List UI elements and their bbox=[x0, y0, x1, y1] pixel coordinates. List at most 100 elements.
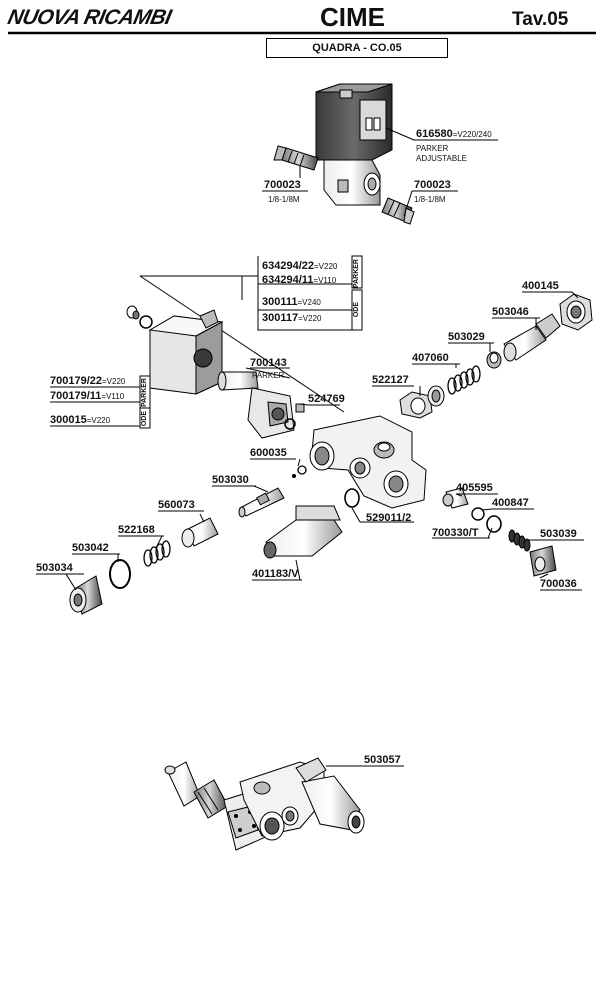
leader-700036 bbox=[539, 573, 549, 579]
leader-400847 bbox=[481, 508, 493, 511]
label-700179-11: 700179/11=V110 bbox=[50, 390, 124, 403]
label-503029: 503029 bbox=[448, 331, 485, 343]
armature-700143-drawing bbox=[217, 371, 295, 439]
fitting-405595-drawing bbox=[442, 487, 469, 509]
page-title: CIME bbox=[320, 2, 385, 32]
label-700036: 700036 bbox=[540, 578, 577, 590]
code-300111: 300111 bbox=[262, 296, 298, 308]
label-503030: 503030 bbox=[212, 474, 249, 486]
orring-400847-drawing bbox=[471, 507, 485, 521]
fitting-503034-drawing bbox=[69, 575, 103, 615]
voltage-700179-11: =V110 bbox=[101, 392, 125, 401]
part-503046-drawing bbox=[503, 313, 561, 362]
leader-616580 bbox=[385, 127, 415, 141]
label-616580: 616580=V220/240 bbox=[416, 128, 492, 141]
voltage-300015: =V220 bbox=[86, 416, 111, 425]
label-503042: 503042 bbox=[72, 542, 109, 554]
model-box: QUADRA - CO.05 bbox=[266, 38, 448, 58]
label-503034: 503034 bbox=[36, 562, 73, 574]
code-300117: 300117 bbox=[262, 312, 299, 324]
leader-524769 bbox=[299, 403, 309, 406]
leader-700330 bbox=[487, 527, 493, 539]
gasket-700330-drawing bbox=[486, 515, 502, 533]
nut-400145-drawing bbox=[559, 293, 593, 331]
label-407060: 407060 bbox=[412, 352, 449, 364]
label-503057: 503057 bbox=[364, 754, 401, 766]
leader-401183 bbox=[295, 559, 301, 581]
leader-503030 bbox=[253, 485, 269, 493]
orring-600035-drawing bbox=[297, 465, 307, 475]
spring-407060-drawing bbox=[447, 365, 481, 395]
code-300015: 300015 bbox=[50, 414, 87, 426]
note-adjustable-616580: ADJUSTABLE bbox=[416, 154, 467, 163]
label-503046: 503046 bbox=[492, 306, 529, 318]
voltage-634294-22: =V220 bbox=[314, 262, 338, 271]
spring-522168-drawing bbox=[143, 540, 171, 567]
label-560073: 560073 bbox=[158, 499, 195, 511]
nut-522127-drawing bbox=[399, 385, 445, 419]
label-700023-left: 700023 bbox=[264, 179, 301, 191]
code-634294-22: 634294/22 bbox=[262, 260, 314, 272]
leader-503034 bbox=[65, 573, 77, 591]
label-700143: 700143 bbox=[250, 357, 287, 369]
gasket-529011-drawing bbox=[344, 488, 360, 508]
label-634294-11: 634294/11=V110 bbox=[262, 274, 336, 287]
part-503029-drawing bbox=[486, 351, 502, 369]
voltage-634294-11: =V110 bbox=[313, 276, 337, 285]
assembly-diagonal-line bbox=[139, 275, 345, 413]
leader-560073 bbox=[199, 513, 205, 523]
leader-529011 bbox=[351, 507, 361, 523]
leader-400145 bbox=[571, 291, 579, 299]
label-634294-22: 634294/22=V220 bbox=[262, 260, 337, 273]
fitting-700023-right-drawing bbox=[381, 197, 415, 225]
code-700179-22: 700179/22 bbox=[50, 375, 102, 387]
label-300015: 300015=V220 bbox=[50, 414, 110, 427]
tag-parker-left: PARKER bbox=[141, 378, 148, 408]
leader-700023-right bbox=[403, 190, 413, 217]
label-600035: 600035 bbox=[250, 447, 287, 459]
bracket-parker-ode-right bbox=[257, 256, 356, 331]
label-522127: 522127 bbox=[372, 374, 409, 386]
tag-ode-right: ODE bbox=[353, 302, 360, 318]
voltage-700179-22: =V220 bbox=[102, 377, 126, 386]
label-700023-right: 700023 bbox=[414, 179, 451, 191]
code-634294-11: 634294/11 bbox=[262, 274, 314, 286]
label-300111: 300111=V240 bbox=[262, 296, 321, 309]
label-405595: 405595 bbox=[456, 482, 493, 494]
tag-ode-left: ODE bbox=[141, 411, 148, 427]
note-parker-700143: PARKER bbox=[252, 371, 285, 380]
fitting-700023-left-drawing bbox=[273, 145, 319, 171]
valve-body-drawing bbox=[309, 415, 427, 509]
label-522168: 522168 bbox=[118, 524, 155, 536]
pin-503030-drawing bbox=[238, 487, 285, 518]
label-524769: 524769 bbox=[308, 393, 345, 405]
assembly-503057-drawing bbox=[164, 757, 365, 851]
leader-522168 bbox=[155, 535, 163, 549]
label-529011: 529011/2 bbox=[366, 512, 412, 524]
label-400145: 400145 bbox=[522, 280, 559, 292]
size-700023-left: 1/8-1/8M bbox=[268, 195, 300, 204]
gasket-503042-drawing bbox=[109, 559, 131, 589]
voltage-300111: =V240 bbox=[297, 298, 321, 307]
part-524769-drawing bbox=[295, 403, 305, 413]
size-700023-right: 1/8-1/8M bbox=[414, 195, 446, 204]
leader-600035 bbox=[297, 458, 301, 467]
label-400847: 400847 bbox=[492, 497, 529, 509]
fitting-700036-drawing bbox=[529, 545, 557, 577]
label-300117: 300117=V220 bbox=[262, 312, 321, 325]
voltage-616580: =V220/240 bbox=[452, 130, 492, 139]
leader-700143 bbox=[245, 367, 291, 379]
code-616580: 616580 bbox=[416, 128, 453, 140]
part-560073-drawing bbox=[181, 517, 219, 548]
table-number: Tav.05 bbox=[512, 9, 569, 30]
solenoid-valve-616580-drawing bbox=[315, 83, 393, 206]
tag-parker-right: PARKER bbox=[353, 259, 360, 289]
spring-503039-drawing bbox=[508, 529, 531, 552]
voltage-300117: =V220 bbox=[298, 314, 322, 323]
code-700179-11: 700179/11 bbox=[50, 390, 102, 402]
label-700330: 700330/T bbox=[432, 527, 479, 539]
valve-401183-drawing bbox=[263, 505, 343, 559]
label-401183: 401183/V bbox=[252, 568, 299, 580]
orring-top-b bbox=[139, 315, 153, 329]
